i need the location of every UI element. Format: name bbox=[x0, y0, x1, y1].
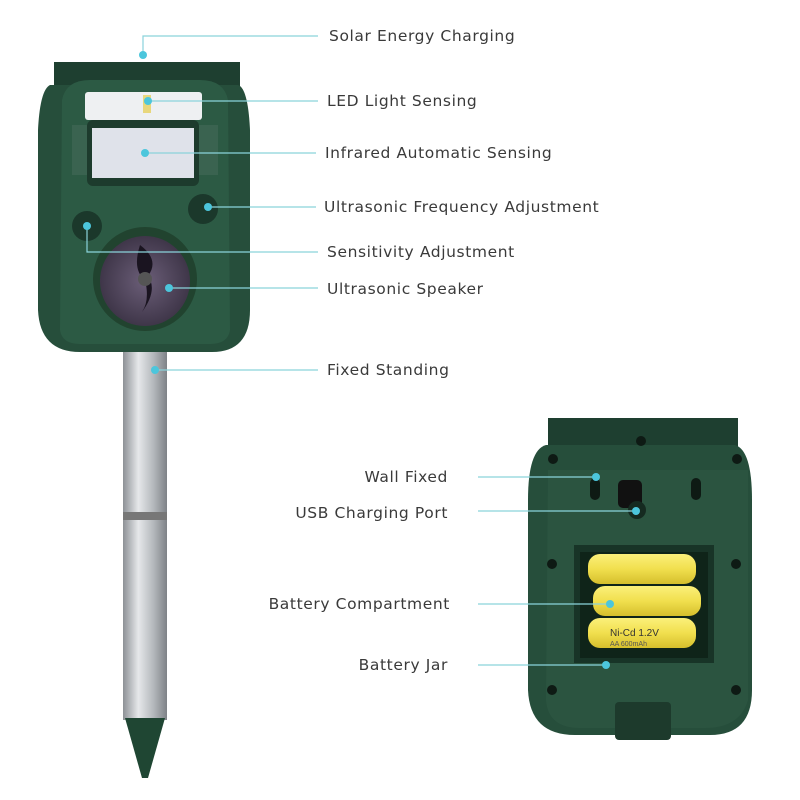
front-device-body bbox=[38, 62, 250, 352]
label-fixed-standing: Fixed Standing bbox=[327, 361, 450, 379]
label-ultrasonic-speaker: Ultrasonic Speaker bbox=[327, 280, 484, 298]
label-wall-fixed: Wall Fixed bbox=[364, 468, 448, 486]
battery-print-line1: Ni-Cd 1.2V bbox=[610, 628, 659, 639]
label-led-light-sensing: LED Light Sensing bbox=[327, 92, 478, 110]
label-infrared-sensing: Infrared Automatic Sensing bbox=[325, 144, 553, 162]
leader-lines bbox=[86, 35, 636, 666]
label-solar-energy-charging: Solar Energy Charging bbox=[329, 27, 516, 45]
label-sensitivity-adjustment: Sensitivity Adjustment bbox=[327, 243, 515, 261]
label-frequency-adjustment: Ultrasonic Frequency Adjustment bbox=[324, 198, 600, 216]
leader-sensitivity bbox=[86, 226, 318, 253]
leader-dots bbox=[83, 51, 640, 669]
label-battery-jar: Battery Jar bbox=[358, 656, 448, 674]
leader-solar bbox=[142, 35, 318, 55]
stake-pole bbox=[123, 350, 167, 778]
back-device-body bbox=[528, 418, 752, 740]
label-usb-charging-port: USB Charging Port bbox=[295, 504, 448, 522]
label-battery-compartment: Battery Compartment bbox=[268, 595, 450, 613]
battery-print-line2: AA 600mAh bbox=[610, 641, 647, 648]
